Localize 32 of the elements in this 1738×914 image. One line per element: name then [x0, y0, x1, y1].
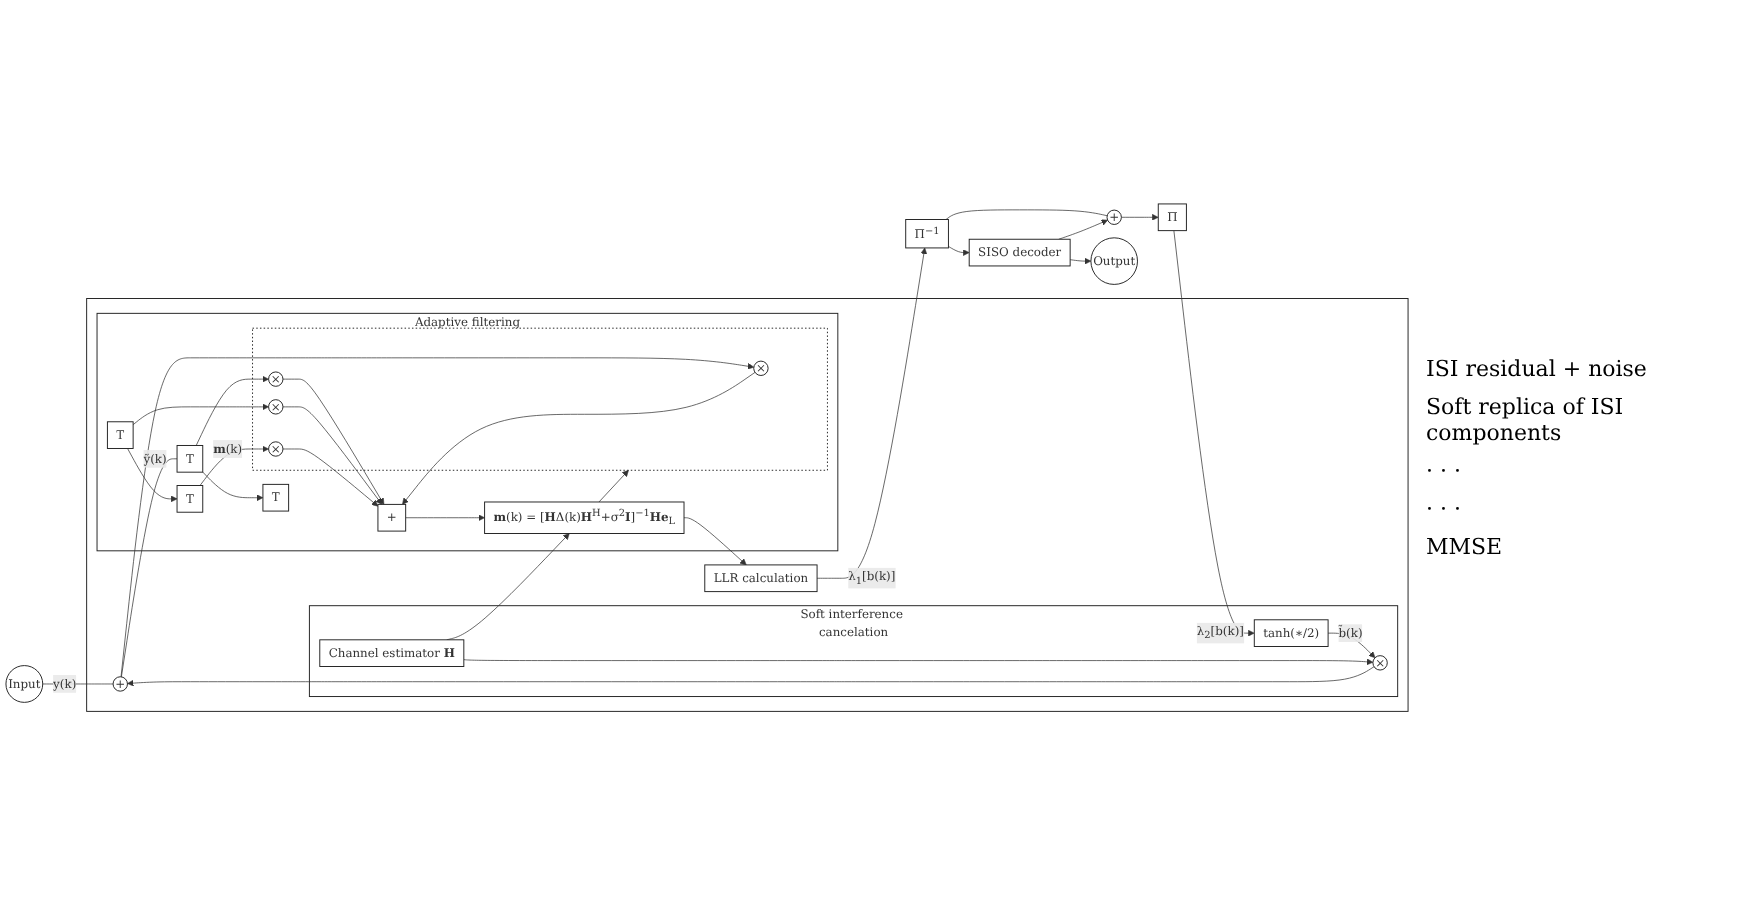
- node-box: [484, 500, 685, 534]
- node-box: [1157, 202, 1187, 231]
- node-circle: [1372, 654, 1388, 670]
- node-box: [106, 420, 134, 449]
- node-circle: [5, 664, 44, 703]
- node-circle: [268, 398, 284, 414]
- node-box: [377, 503, 407, 531]
- node-box: [968, 238, 1071, 266]
- node-circle: [753, 359, 769, 376]
- node-circle: [268, 370, 284, 387]
- node-box: [1253, 618, 1329, 647]
- node-box: [704, 563, 818, 592]
- node-circle: [1106, 208, 1122, 225]
- cluster: [252, 327, 828, 471]
- node-box: [262, 483, 290, 511]
- cluster: [86, 297, 1409, 712]
- note-label: · · ·: [1426, 457, 1463, 483]
- note-label: ISI residual + noise: [1426, 355, 1649, 381]
- node-box: [176, 444, 204, 472]
- connector: [945, 208, 1108, 220]
- node-box: [905, 218, 949, 248]
- note-label: Soft replica of ISI components: [1426, 393, 1626, 445]
- node-circle: [112, 675, 128, 691]
- note-label: MMSE: [1426, 533, 1505, 559]
- connector: [121, 457, 178, 677]
- node-circle: [268, 440, 284, 456]
- node-circle: [1090, 236, 1138, 285]
- cluster: [308, 604, 1399, 697]
- node-box: [176, 484, 204, 513]
- cluster: [96, 312, 839, 551]
- note-label: · · ·: [1426, 495, 1463, 521]
- node-box: [319, 638, 465, 667]
